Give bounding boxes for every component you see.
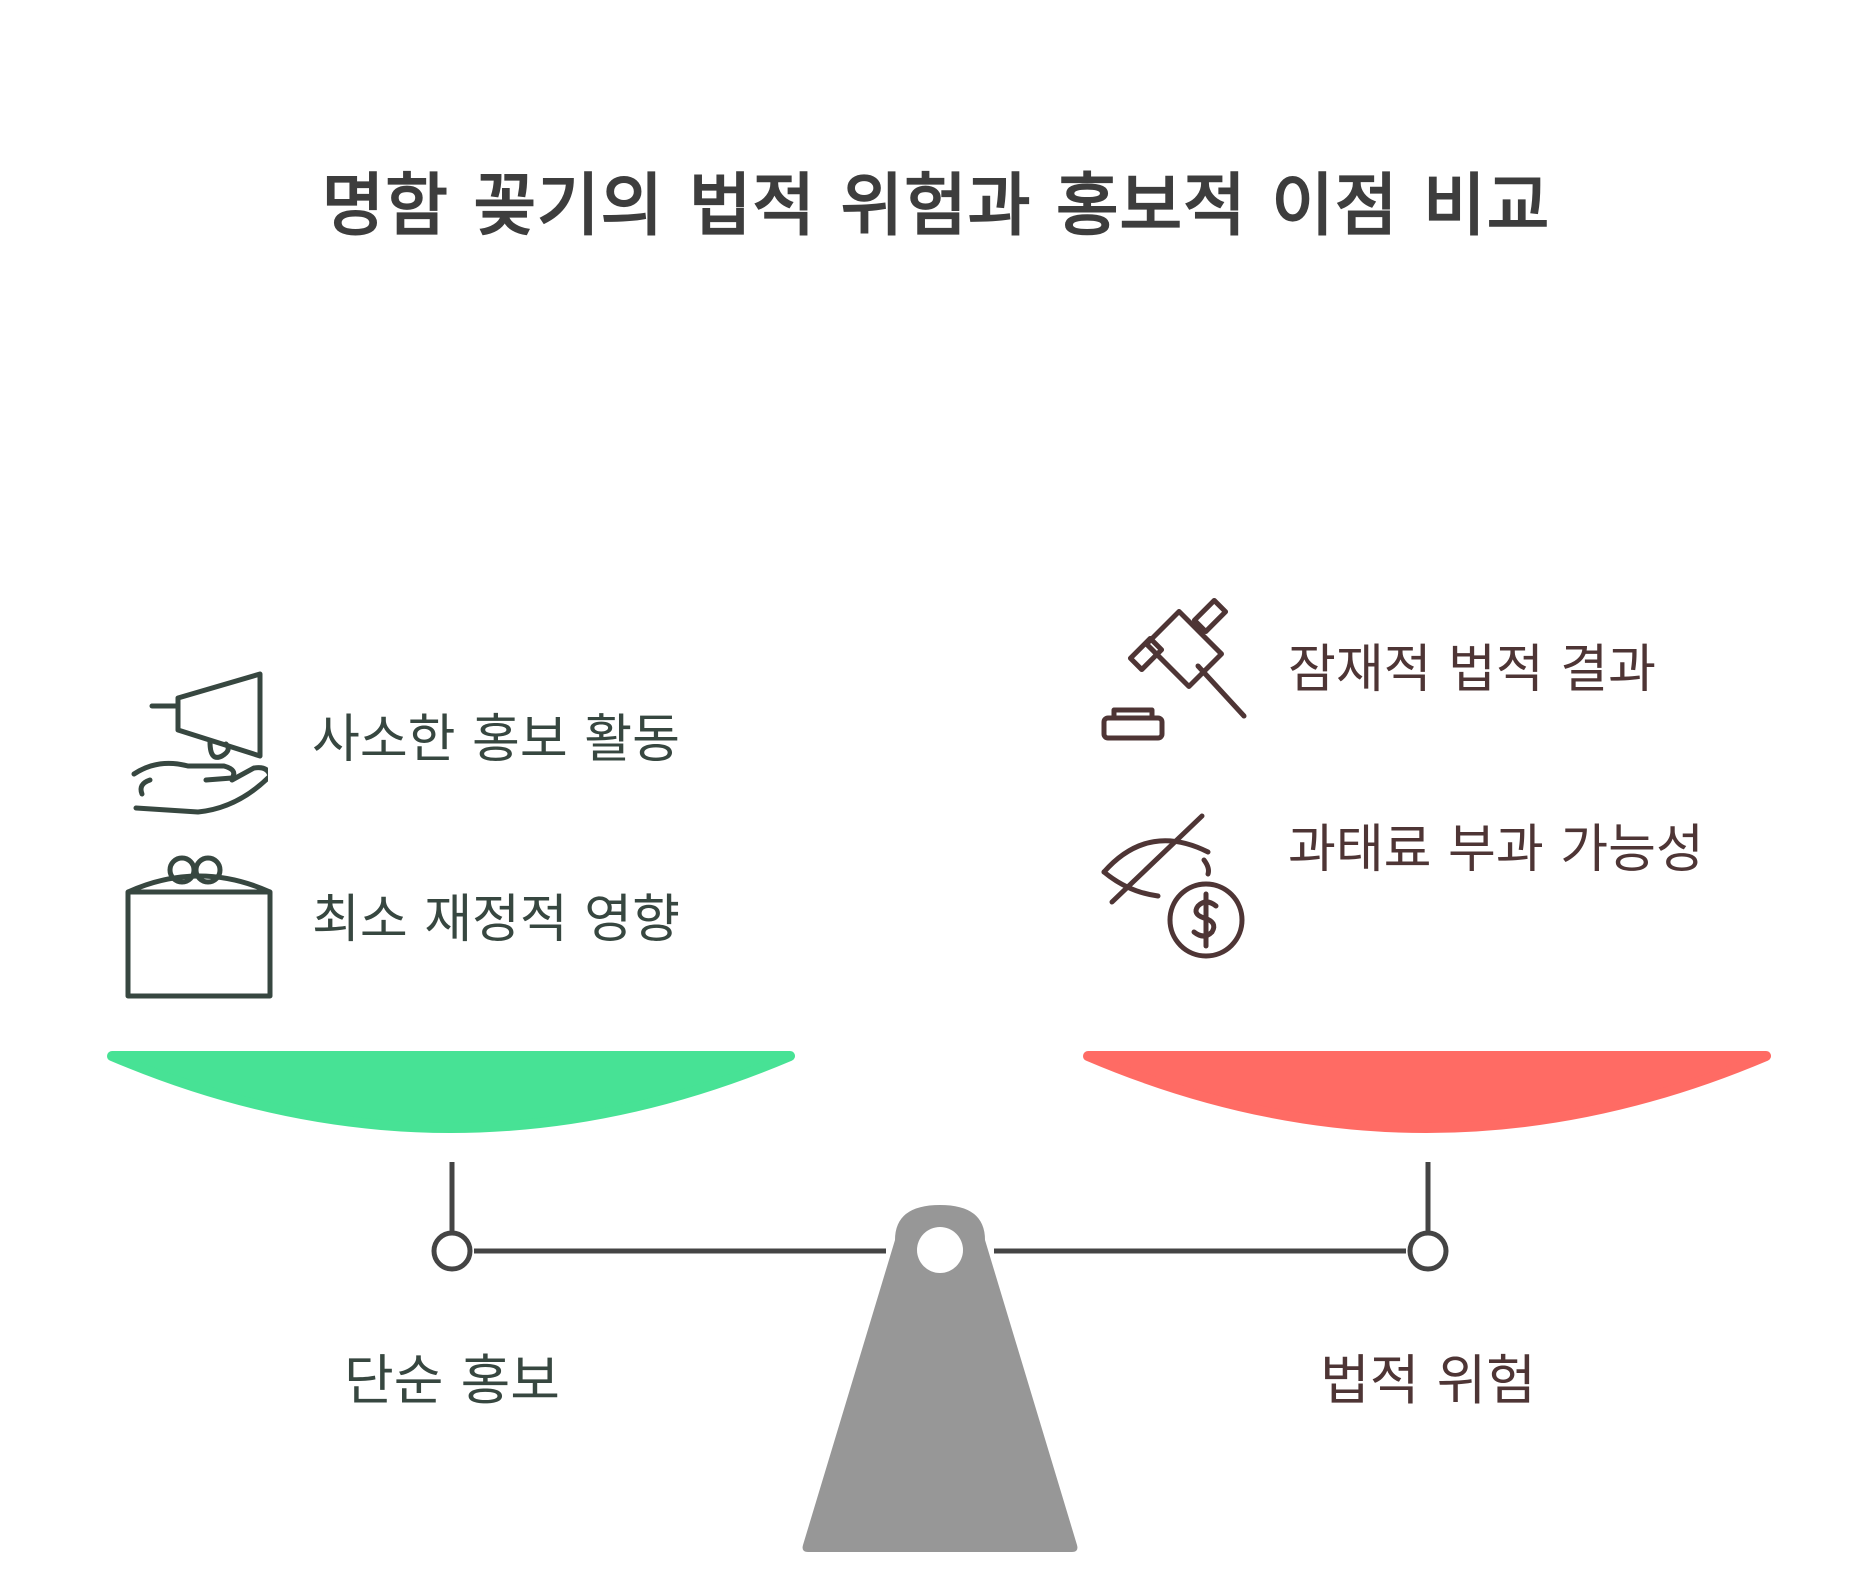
left-item-2: 최소 재정적 영향 bbox=[312, 890, 680, 950]
right-pan-label: 법적 위험 bbox=[1320, 1349, 1536, 1412]
hidden-fee-icon bbox=[1101, 813, 1245, 959]
left-pan bbox=[107, 1051, 795, 1133]
left-pan-label: 단순 홍보 bbox=[344, 1349, 560, 1412]
left-joint bbox=[431, 1230, 473, 1272]
coin-purse-icon bbox=[125, 855, 273, 999]
page-title: 명함 꽂기의 법적 위험과 홍보적 이점 비교 bbox=[321, 167, 1551, 246]
fulcrum bbox=[802, 1205, 1078, 1552]
gavel-icon bbox=[1101, 597, 1247, 741]
right-pan bbox=[1083, 1051, 1771, 1133]
megaphone-hand-icon bbox=[131, 671, 268, 815]
right-item-1: 잠재적 법적 결과 bbox=[1288, 640, 1656, 700]
right-item-2: 과태료 부과 가능성 bbox=[1288, 820, 1704, 880]
right-joint bbox=[1407, 1230, 1449, 1272]
fulcrum-pivot bbox=[917, 1227, 963, 1273]
left-item-1: 사소한 홍보 활동 bbox=[312, 710, 680, 770]
